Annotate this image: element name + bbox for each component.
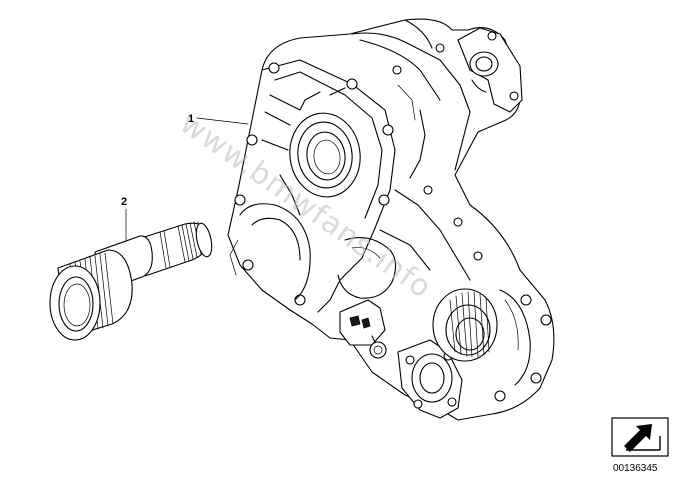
output-shaft-part xyxy=(49,221,213,341)
rear-mount-flange xyxy=(457,27,523,113)
actuator-motor xyxy=(339,299,387,359)
document-number: 00136345 xyxy=(613,463,658,474)
reference-badge: 00136345 xyxy=(611,417,669,474)
front-bearing-seal xyxy=(289,112,361,198)
transfer-case-part xyxy=(227,18,555,421)
callout-2-number: 2 xyxy=(121,196,127,208)
upper-housing xyxy=(351,19,471,179)
front-output-flange xyxy=(397,339,463,419)
lower-bore xyxy=(229,203,311,301)
lower-right-bosses xyxy=(494,289,552,402)
callout-2: 2 xyxy=(121,196,127,241)
arrow-pointing-icon xyxy=(624,424,661,452)
callout-1-leader xyxy=(196,117,249,125)
callout-1-number: 1 xyxy=(188,113,194,125)
housing-ribs xyxy=(261,87,346,216)
callout-1: 1 xyxy=(188,113,249,125)
output-spline-stub xyxy=(432,288,498,362)
chain-housing xyxy=(337,185,483,299)
